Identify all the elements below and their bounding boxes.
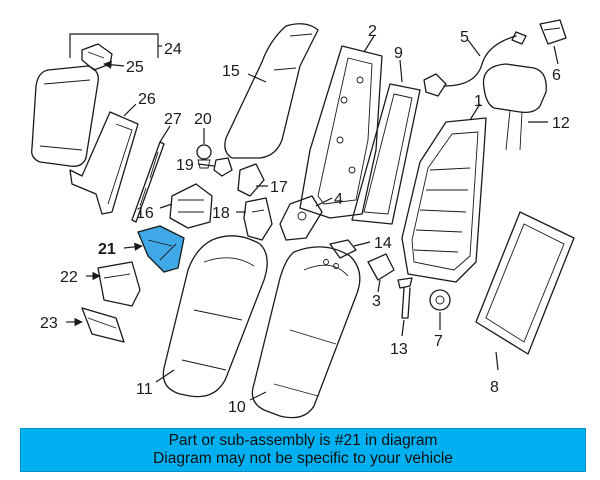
part-5-cable: [423, 31, 527, 97]
part-14-clip: [329, 239, 371, 259]
callout-22: 22: [60, 269, 78, 286]
part-25-clip: [81, 43, 125, 71]
callout-17: 17: [270, 179, 288, 196]
banner-line-2: Diagram may not be specific to your vehi…: [153, 450, 453, 467]
part-24-armrest-cover: [31, 33, 162, 167]
part-4-hinge: [279, 195, 333, 241]
callout-13: 13: [390, 341, 408, 358]
part-11-seat-cushion: [155, 235, 268, 398]
callout-6: 6: [552, 67, 561, 84]
part-8-rear-panel: [475, 211, 575, 371]
part-20-knob: [196, 128, 212, 169]
part-23-cover: [66, 307, 125, 343]
callout-20: 20: [194, 111, 212, 128]
part-15-upper-pad: [224, 23, 319, 159]
callout-21: 21: [98, 241, 116, 258]
callout-18: 18: [212, 205, 230, 222]
callout-15: 15: [222, 63, 240, 80]
callout-27: 27: [164, 111, 182, 128]
part-26-back-panel: [69, 103, 139, 215]
callout-5: 5: [460, 29, 469, 46]
callout-4: 4: [334, 191, 343, 208]
parts-diagram: 1 2 3 4 5 6 7 8 9 10 11 12 13 14 15 16 1…: [31, 19, 575, 419]
part-2-backrest-frame: [299, 35, 383, 219]
part-21-highlighted[interactable]: [123, 225, 185, 273]
callout-10: 10: [228, 399, 246, 416]
callout-23: 23: [40, 315, 58, 332]
callout-25: 25: [126, 59, 144, 76]
part-16-hinge-bracket: [159, 183, 213, 229]
callout-26: 26: [138, 91, 156, 108]
part-3-bracket: [367, 253, 395, 293]
part-6-bracket: [539, 19, 567, 65]
part-27-trim-strip: [131, 125, 171, 223]
callout-2: 2: [368, 23, 377, 40]
info-banner: Part or sub-assembly is #21 in diagram D…: [20, 428, 586, 472]
callout-9: 9: [394, 45, 403, 62]
part-1-seatback-frame: [401, 103, 487, 283]
part-18-bracket: [236, 197, 273, 241]
part-7-bushing: [429, 289, 451, 330]
part-22-cover: [86, 261, 141, 307]
callout-14: 14: [374, 235, 392, 252]
callout-7: 7: [434, 333, 443, 350]
part-13-bolt: [397, 277, 413, 337]
part-9-panel: [351, 59, 421, 225]
part-19-clip: [197, 157, 233, 177]
callout-1: 1: [474, 93, 483, 110]
callout-11: 11: [136, 381, 153, 398]
banner-line-1: Part or sub-assembly is #21 in diagram: [168, 432, 438, 449]
callout-8: 8: [490, 379, 499, 396]
part-10-seat-cushion: [249, 246, 361, 419]
part-12-headrest: [482, 63, 548, 151]
callout-24: 24: [164, 41, 182, 58]
callout-16: 16: [136, 205, 154, 222]
callout-3: 3: [372, 293, 381, 310]
callout-12: 12: [552, 115, 570, 132]
callout-19: 19: [176, 157, 194, 174]
part-17-bracket: [237, 163, 268, 197]
